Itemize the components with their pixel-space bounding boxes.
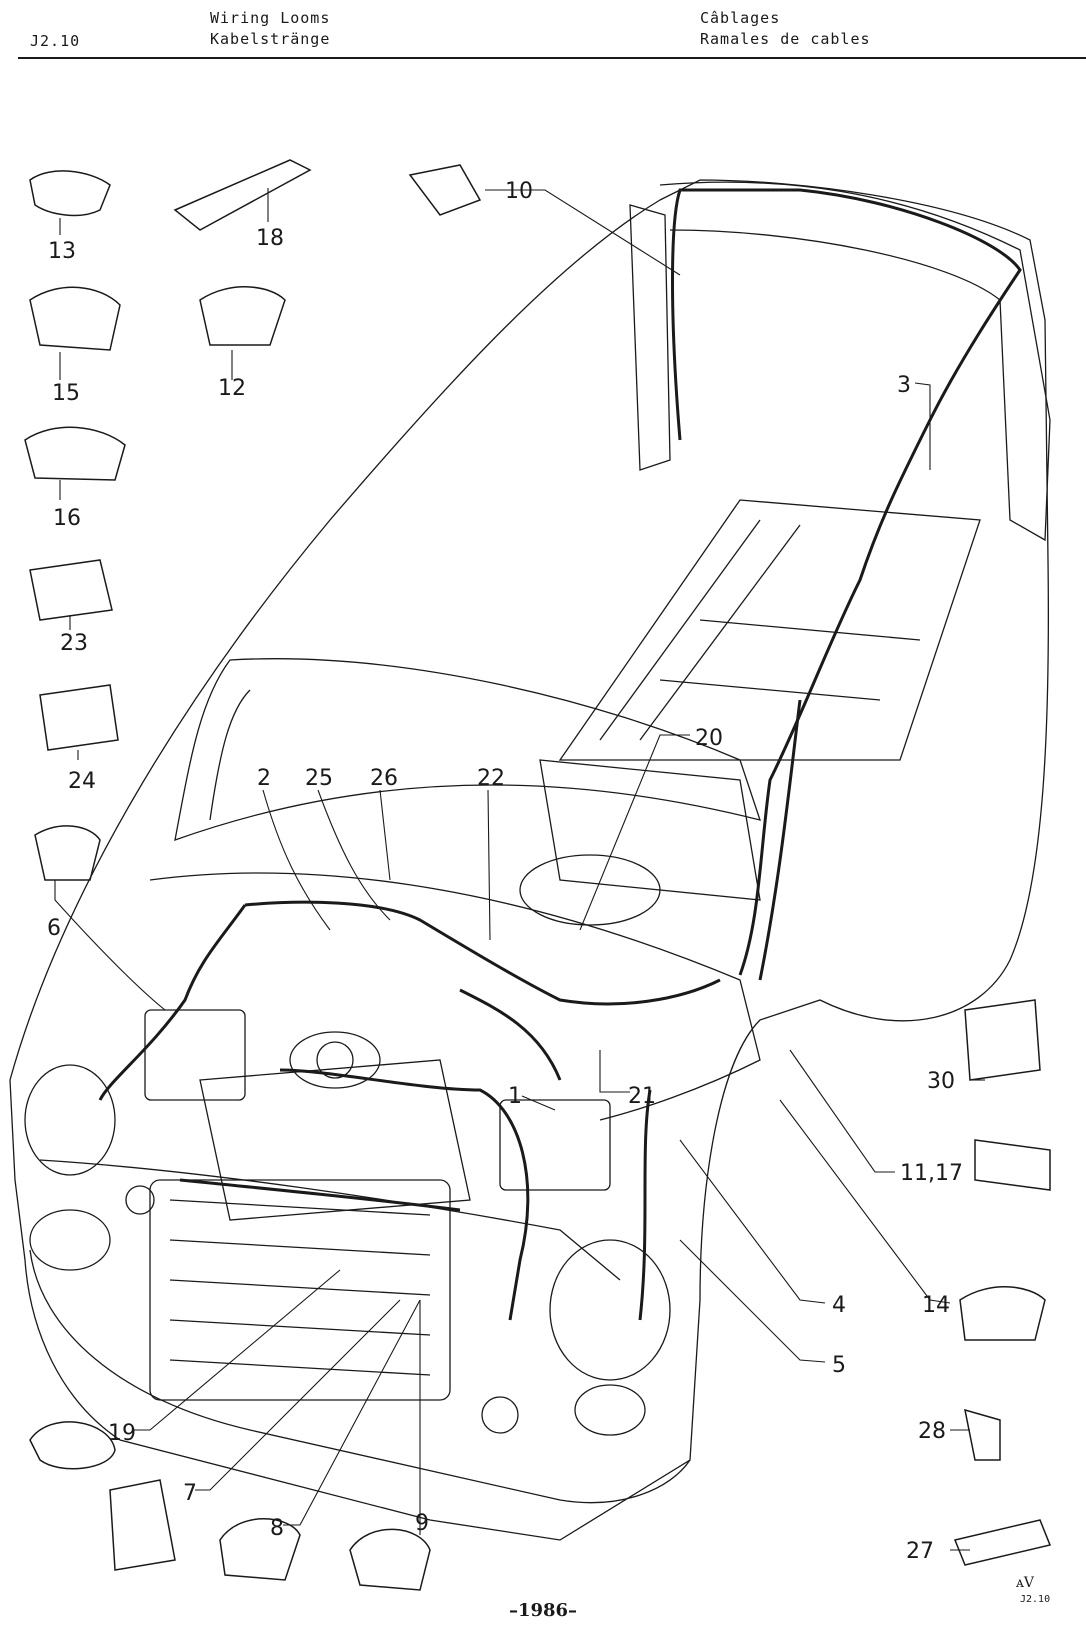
callout-12: 12 bbox=[218, 376, 246, 401]
callout-28: 28 bbox=[918, 1419, 946, 1444]
part-11-17-plug bbox=[974, 1139, 1051, 1191]
part-10-clip bbox=[408, 164, 482, 216]
callout-24: 24 bbox=[68, 769, 96, 794]
callout-3: 3 bbox=[897, 373, 911, 398]
callout-27: 27 bbox=[906, 1539, 934, 1564]
part-23-connector bbox=[29, 559, 113, 621]
callout-2: 2 bbox=[257, 766, 271, 791]
callout-11-17: 11,17 bbox=[900, 1161, 963, 1186]
callout-10: 10 bbox=[505, 179, 533, 204]
part-18-bracket bbox=[173, 159, 312, 231]
loose-parts bbox=[24, 159, 1052, 1591]
callout-25: 25 bbox=[305, 766, 333, 791]
callout-15: 15 bbox=[52, 381, 80, 406]
part-28-bracket bbox=[964, 1408, 1001, 1461]
page-number: –1986– bbox=[508, 1600, 578, 1621]
callout-7: 7 bbox=[183, 1481, 197, 1506]
callout-6: 6 bbox=[47, 916, 61, 941]
title-es: Ramales de cables bbox=[700, 30, 871, 48]
title-en: Wiring Looms bbox=[210, 9, 331, 27]
callout-21: 21 bbox=[628, 1084, 656, 1109]
part-30-connector bbox=[964, 999, 1041, 1081]
part-7-clip bbox=[109, 1479, 176, 1571]
callout-22: 22 bbox=[477, 766, 505, 791]
callout-18: 18 bbox=[256, 226, 284, 251]
page-code: J2.10 bbox=[30, 32, 81, 50]
callout-14: 14 bbox=[922, 1293, 950, 1318]
part-6-clip bbox=[34, 825, 101, 881]
callout-5: 5 bbox=[832, 1353, 846, 1378]
part-14-clip bbox=[959, 1286, 1046, 1341]
callout-1: 1 bbox=[508, 1084, 522, 1109]
callout-16: 16 bbox=[53, 506, 81, 531]
callout-labels: 1 2 3 4 5 6 7 8 9 10 11,17 12 13 14 15 1… bbox=[47, 179, 963, 1564]
callout-4: 4 bbox=[832, 1293, 846, 1318]
callout-23: 23 bbox=[60, 631, 88, 656]
callout-30: 30 bbox=[927, 1069, 955, 1094]
callout-9: 9 bbox=[415, 1511, 429, 1536]
wiring-harness bbox=[98, 188, 1022, 1321]
sig-page-code: J2.10 bbox=[1020, 1594, 1051, 1605]
callout-20: 20 bbox=[695, 726, 723, 751]
part-8-clip bbox=[219, 1518, 301, 1581]
callout-19: 19 bbox=[108, 1421, 136, 1446]
vehicle-body-outline bbox=[9, 179, 1051, 1541]
part-15-clip bbox=[29, 286, 121, 351]
title-de: Kabelstränge bbox=[210, 30, 331, 48]
callout-13: 13 bbox=[48, 239, 76, 264]
header-rule bbox=[18, 57, 1086, 59]
leader-lines bbox=[54, 188, 985, 1551]
part-12-clip bbox=[199, 286, 286, 346]
part-19-clip bbox=[29, 1421, 116, 1470]
publisher-logo-icon: ᴀV bbox=[1016, 1575, 1035, 1591]
callout-26: 26 bbox=[370, 766, 398, 791]
callout-8: 8 bbox=[270, 1516, 284, 1541]
part-24-connector bbox=[39, 684, 119, 751]
title-fr: Câblages bbox=[700, 9, 781, 27]
part-27-tab bbox=[953, 1519, 1052, 1566]
part-9-clip bbox=[349, 1528, 431, 1591]
part-13-clip bbox=[29, 170, 111, 217]
part-16-clip bbox=[24, 426, 126, 481]
